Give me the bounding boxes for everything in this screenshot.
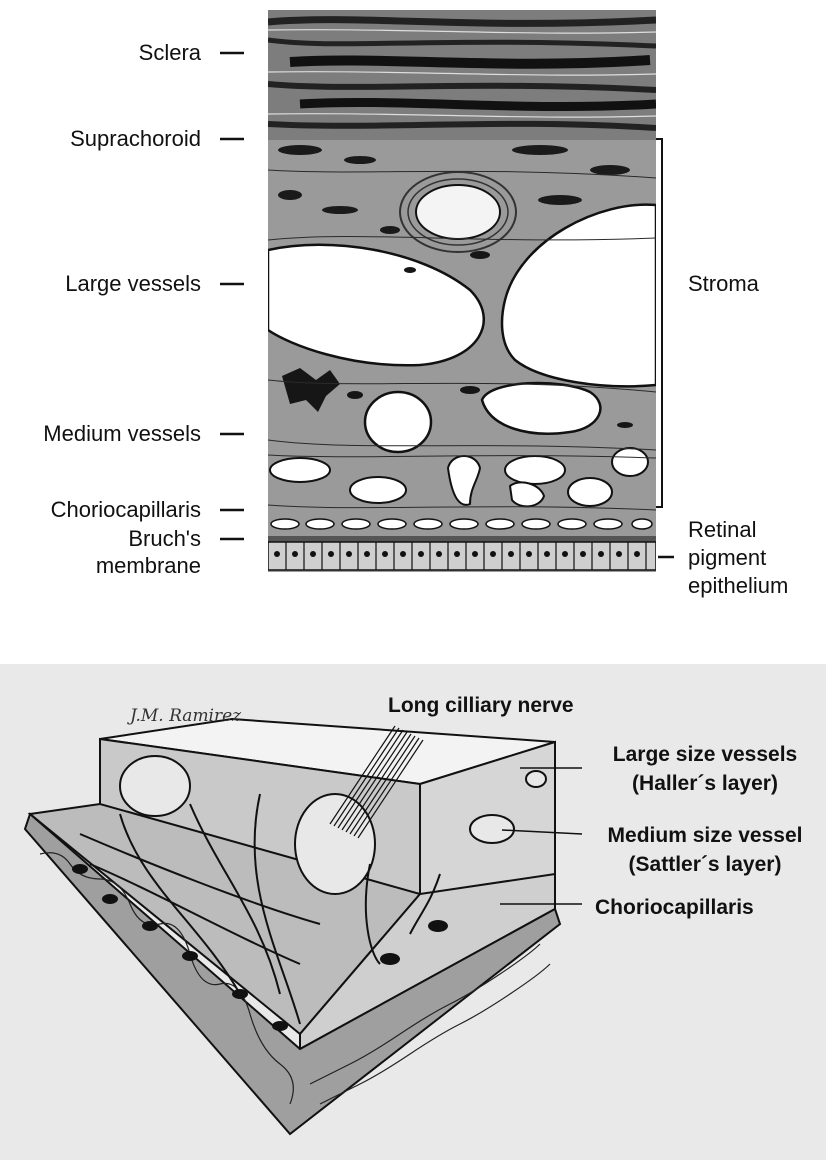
label-stroma: Stroma bbox=[688, 270, 759, 297]
bruchs-membrane-band bbox=[268, 536, 656, 542]
label-medium-vessels: Medium vessels bbox=[43, 420, 201, 447]
label-rpe-line3: epithelium bbox=[688, 572, 788, 599]
stroma-bracket bbox=[656, 139, 662, 507]
label-bruchs-membrane-line1: Bruch's bbox=[128, 525, 201, 552]
label-suprachoroid: Suprachoroid bbox=[70, 125, 201, 152]
label-choriocapillaris-3d: Choriocapillaris bbox=[595, 894, 754, 921]
label-bruchs-membrane-line2: membrane bbox=[96, 552, 201, 579]
label-rpe-line2: pigment bbox=[688, 544, 766, 571]
label-sattlers-layer: (Sattler´s layer) bbox=[585, 851, 825, 878]
label-sclera: Sclera bbox=[139, 39, 201, 66]
choroid-cross-section-panel: Sclera Suprachoroid Large vessels Medium… bbox=[0, 0, 826, 640]
label-rpe-line1: Retinal bbox=[688, 516, 756, 543]
label-large-vessels: Large vessels bbox=[65, 270, 201, 297]
rpe-cells bbox=[268, 542, 656, 570]
sclera-layer bbox=[268, 10, 656, 140]
label-large-size-vessels: Large size vessels bbox=[585, 741, 825, 768]
artist-signature: J.M. Ramirez bbox=[130, 706, 241, 726]
label-choriocapillaris: Choriocapillaris bbox=[51, 496, 201, 523]
label-hallers-layer: (Haller´s layer) bbox=[585, 770, 825, 797]
small-vessel-with-wall bbox=[400, 172, 516, 252]
label-medium-size-vessel: Medium size vessel bbox=[585, 822, 825, 849]
choroid-3d-block-panel: J.M. Ramirez Long cilliary nerve Large s… bbox=[0, 664, 826, 1160]
label-long-ciliary-nerve: Long cilliary nerve bbox=[388, 692, 574, 719]
